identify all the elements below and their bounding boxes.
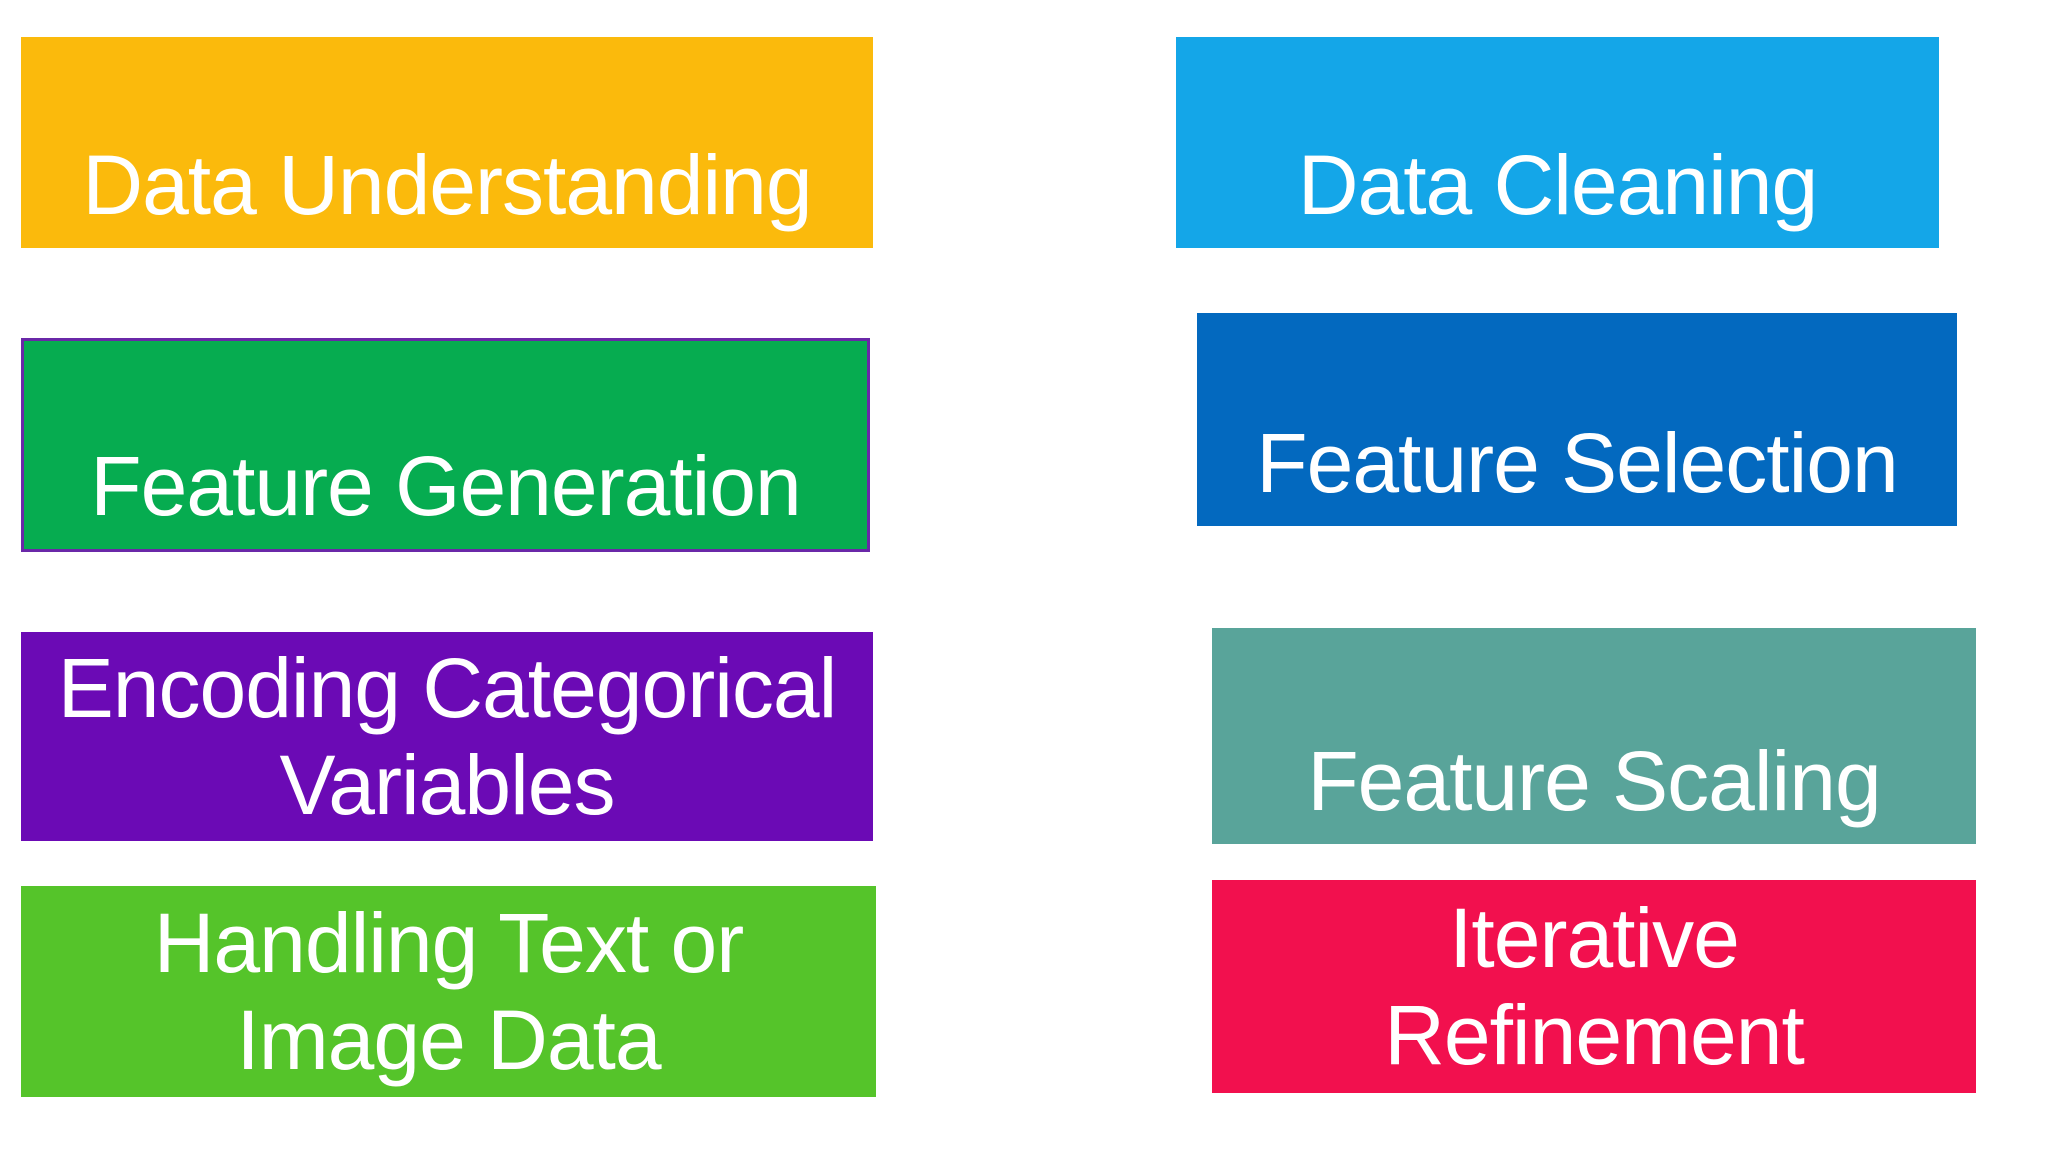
box-data-cleaning: Data Cleaning: [1176, 37, 1939, 248]
box-label-encoding-categorical-variables: Encoding Categorical Variables: [57, 640, 837, 832]
box-iterative-refinement: Iterative Refinement: [1212, 880, 1976, 1093]
box-label-feature-scaling: Feature Scaling: [1307, 734, 1881, 829]
box-feature-scaling: Feature Scaling: [1212, 628, 1976, 844]
box-data-understanding: Data Understanding: [21, 37, 873, 248]
box-label-data-cleaning: Data Cleaning: [1297, 138, 1818, 233]
box-handling-text-or-image-data: Handling Text or Image Data: [21, 886, 876, 1097]
box-label-handling-text-or-image-data: Handling Text or Image Data: [153, 895, 744, 1087]
box-encoding-categorical-variables: Encoding Categorical Variables: [21, 632, 873, 841]
box-label-feature-selection: Feature Selection: [1256, 416, 1898, 511]
box-label-feature-generation: Feature Generation: [90, 439, 801, 534]
box-label-iterative-refinement: Iterative Refinement: [1384, 890, 1805, 1082]
box-feature-generation: Feature Generation: [21, 338, 870, 552]
box-feature-selection: Feature Selection: [1197, 313, 1957, 526]
box-label-data-understanding: Data Understanding: [82, 138, 812, 233]
